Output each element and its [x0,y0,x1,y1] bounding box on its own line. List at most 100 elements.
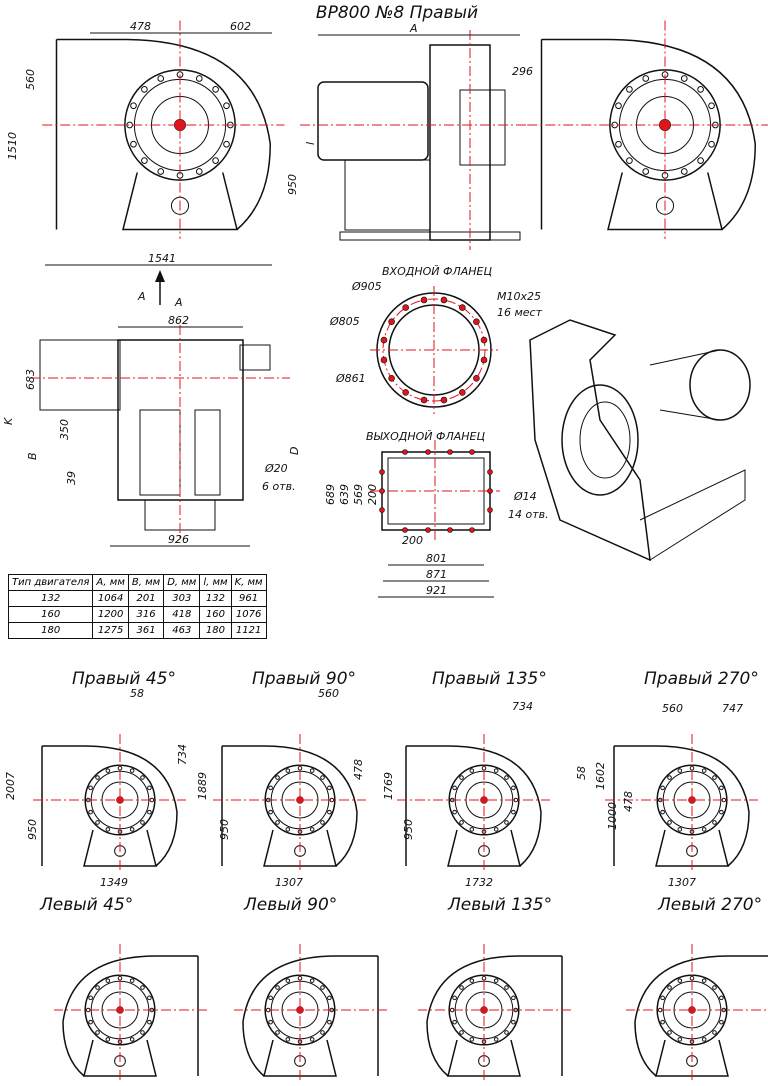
isometric-view [529,319,751,562]
variant-left-fan [626,944,768,1082]
thread-spec: M10x25 [497,290,541,303]
dim: 1307 [275,876,303,889]
hole-count: 14 отв. [508,508,549,521]
cell: 160 [7,606,94,623]
dim: 1000 [606,802,619,830]
dim: 950 [402,819,415,840]
side-view [300,30,530,250]
thread-count: 16 мест [497,306,543,319]
dim-871: 871 [426,568,447,581]
cell: 180 [199,622,232,639]
bolt-hole [487,469,493,475]
bolt-hole [487,507,493,513]
front-view-dimensions: 478 602 560 1510 1541 [6,20,272,266]
hole-diameter: Ø14 [513,490,537,503]
bolt-hole [402,449,408,455]
dim: 950 [218,819,231,840]
dim: 560 [318,687,339,700]
bolt-hole [379,469,385,475]
dim-d905: Ø905 [351,280,382,293]
bolt-hole [420,296,428,304]
dim: 58 [575,766,588,780]
dim: 1732 [465,876,493,889]
dim: 560 [662,702,683,715]
bolt-hole [402,389,409,396]
bolt-hole [379,488,385,494]
bolt-hole [480,336,488,344]
hole-diameter: Ø20 [264,462,288,475]
bolt-hole [402,304,409,311]
dim: 734 [176,744,189,765]
bolt-hole [473,318,480,325]
header-cell: A, мм [92,574,129,591]
dim-296: 296 [512,65,533,78]
bolt-hole [425,527,431,533]
dim-683: 683 [24,369,37,390]
dim-639: 639 [338,484,351,505]
dim-l: l [304,142,317,145]
table-header: Тип двигателя A, мм B, мм D, мм l, мм K,… [7,574,267,591]
header-cell: K, мм [230,574,267,591]
bolt-hole [459,304,466,311]
variant-titles: Правый 45° Правый 90° Правый 135° Правый… [39,669,762,915]
variant-right-45-title: Правый 45° [72,669,176,689]
cell: 132 [7,590,94,607]
outlet-flange-title: ВЫХОДНОЙ ФЛАНЕЦ [366,430,485,443]
dim-950: 950 [286,174,299,195]
plan-view-dimensions: 862 683 K 350 B 39 D Ø20 6 отв. 926 [2,314,301,547]
dim-560: 560 [24,69,37,90]
rear-view-fan [527,20,768,239]
variant-right-fan [213,734,366,872]
dim-d805: Ø805 [329,315,360,328]
dim-602: 602 [230,20,251,33]
drawing-title: ВР800 №8 Правый [316,3,478,23]
variant-left-270-title: Левый 270° [657,895,762,915]
cell: 418 [163,606,201,623]
cell: 1275 [92,622,129,639]
cell: 303 [163,590,201,607]
view-label: A [174,296,183,309]
dim-1510: 1510 [6,132,19,160]
dim-569: 569 [352,484,365,505]
dim: 478 [352,759,365,780]
variant-right-fan [605,734,758,872]
bolt-hole [380,336,388,344]
bolt-hole [402,527,408,533]
dim-689: 689 [324,484,337,505]
bolt-hole [420,396,428,404]
cell: 160 [199,606,232,623]
header-cell: Тип двигателя [7,574,94,591]
front-view-fan [42,20,284,239]
cell: 132 [199,590,232,607]
dim: 734 [512,700,533,713]
bolt-hole [480,356,488,364]
bolt-hole [440,396,448,404]
inlet-flange-title: ВХОДНОЙ ФЛАНЕЦ [382,265,492,278]
cell: 463 [163,622,201,639]
dim-926: 926 [168,533,189,546]
variant-left-fan [234,944,387,1082]
cell: 361 [127,622,165,639]
dim-200-v: 200 [366,484,379,505]
dim-921: 921 [426,584,447,597]
cell: 316 [127,606,165,623]
dim: 1889 [196,772,209,800]
inlet-flange-labels: ВХОДНОЙ ФЛАНЕЦ Ø905 Ø805 Ø861 M10x25 16 … [329,265,543,385]
variant-left-135-title: Левый 135° [447,895,552,915]
bolt-hole [388,318,395,325]
variant-dimensions: 58 734 2007 950 1349 560 478 1889 950 13… [4,687,743,889]
bolt-hole [469,449,475,455]
dim: 478 [622,791,635,812]
dim: 1769 [382,772,395,800]
view-label: A [137,290,146,303]
bolt-hole [447,527,453,533]
cell: 1064 [92,590,129,607]
bolt-hole [440,296,448,304]
dim-478: 478 [130,20,151,33]
dim-B: B [26,452,39,460]
variant-right-270-title: Правый 270° [644,669,759,689]
side-view-dimensions: A 296 l 950 [286,22,533,195]
